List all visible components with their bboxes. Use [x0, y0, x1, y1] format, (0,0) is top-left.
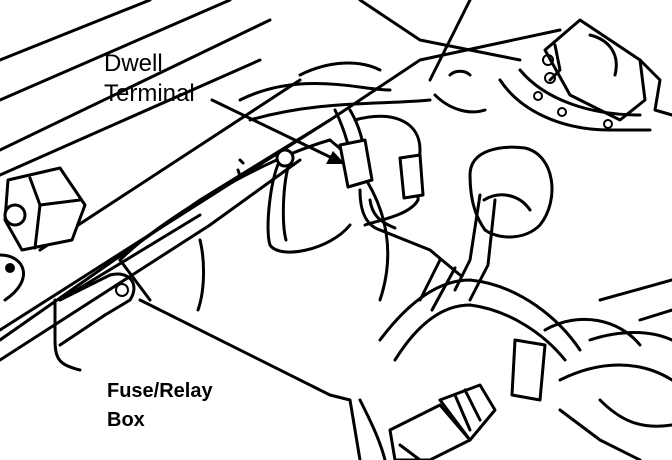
dwell-terminal-wiring [266, 108, 462, 277]
grommet [453, 145, 554, 302]
bottom-fitting [358, 383, 497, 460]
connector-block [433, 18, 672, 132]
lower-hoses [378, 258, 672, 460]
dwell-terminal-label-line1: Dwell [104, 50, 163, 77]
bolt-head [0, 166, 87, 302]
fuse-relay-box-shape [53, 272, 362, 460]
dwell-leader-arrow [210, 98, 345, 164]
fuse-relay-box-label-line1: Fuse/Relay [107, 380, 213, 402]
dwell-terminal-label-line2: Terminal [104, 80, 195, 107]
fuse-relay-box-label-line2: Box [107, 409, 145, 431]
